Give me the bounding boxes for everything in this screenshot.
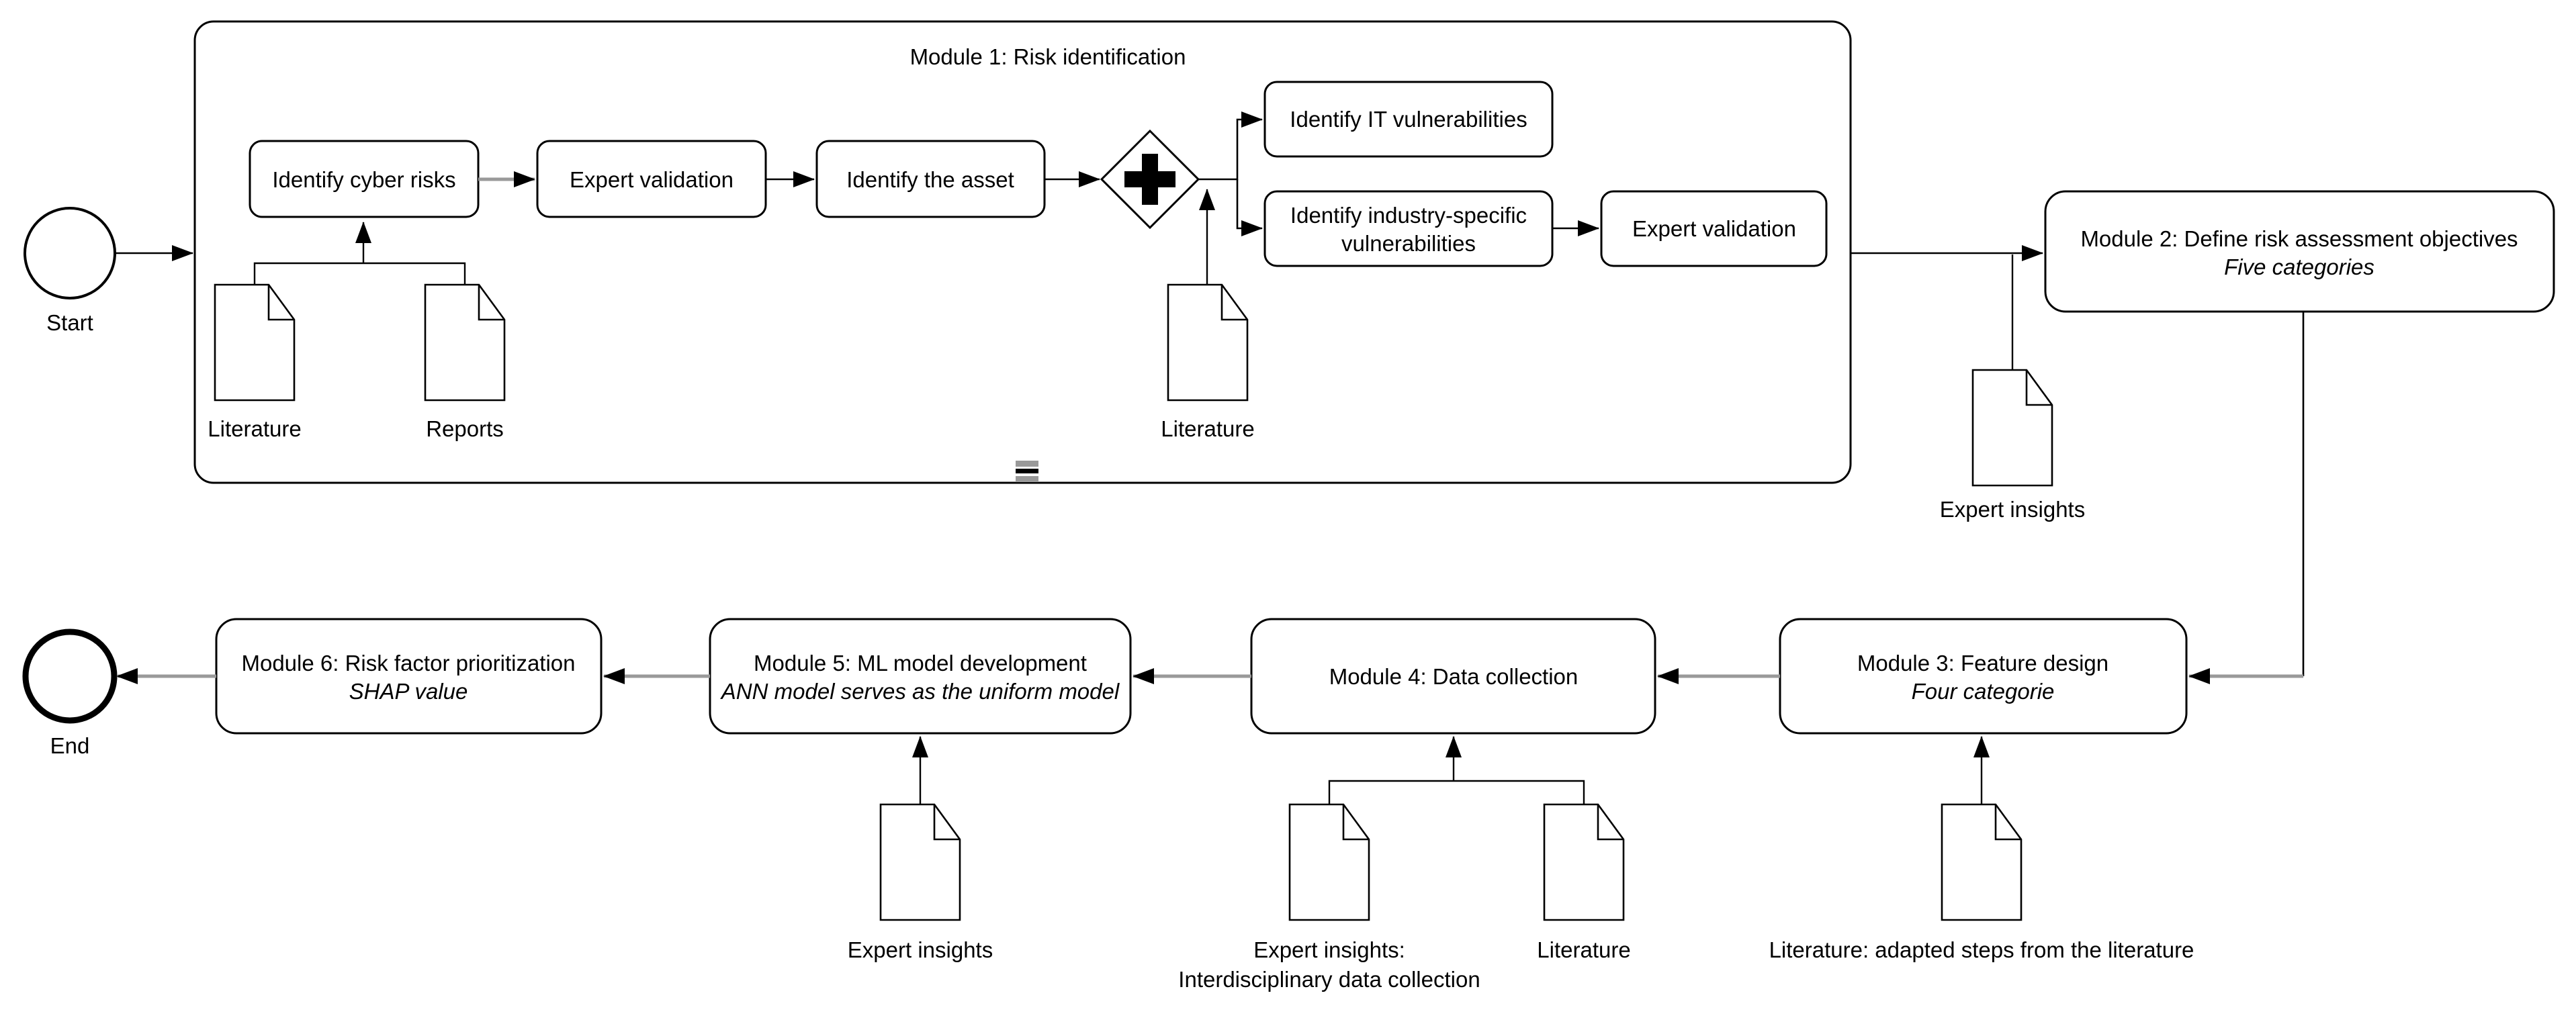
document-label-expert-insights-m2: Expert insights xyxy=(1940,497,2085,522)
module1-container xyxy=(193,20,1852,484)
subprocess-marker-icon xyxy=(1016,461,1038,482)
document-label-expert-insights-m4-line1: Expert insights: xyxy=(1253,937,1405,962)
module2-box xyxy=(2044,190,2555,313)
plus-icon xyxy=(1124,154,1175,205)
document-label-literature-m3: Literature: adapted steps from the liter… xyxy=(1769,937,2194,962)
module2-title: Module 2: Define risk assessment objecti… xyxy=(2080,226,2518,251)
module6-subtitle: SHAP value xyxy=(349,679,468,704)
module2-subtitle: Five categories xyxy=(2224,254,2374,279)
document-label-literature-2: Literature xyxy=(1161,416,1254,441)
module5-subtitle: ANN model serves as the uniform model xyxy=(720,679,1120,704)
module4-title: Module 4: Data collection xyxy=(1329,664,1579,689)
assoc-literature-reports-junction xyxy=(253,262,466,285)
task-label-identify-it-vulnerabilities: Identify IT vulnerabilities xyxy=(1290,107,1527,132)
document-label-expert-insights-m5: Expert insights xyxy=(848,937,993,962)
document-literature-m3-icon xyxy=(1941,803,2023,921)
document-literature-1-icon xyxy=(214,283,296,402)
end-event-label: End xyxy=(50,733,90,758)
module6-title: Module 6: Risk factor prioritization xyxy=(241,651,575,676)
start-event-label: Start xyxy=(46,310,93,335)
assoc-module4-docs-junction xyxy=(1328,780,1585,804)
module5-box xyxy=(709,618,1132,735)
module3-box xyxy=(1779,618,2188,735)
flow-gateway-to-industry-vulnerabilities xyxy=(1236,179,1263,236)
task-label-identify-cyber-risks: Identify cyber risks xyxy=(272,167,455,192)
task-label-identify-industry-specific-line2: vulnerabilities xyxy=(1341,231,1476,256)
task-expert-validation-2 xyxy=(1600,190,1828,267)
document-expert-insights-m4-icon xyxy=(1288,803,1370,921)
document-expert-insights-m2-icon xyxy=(1971,369,2053,487)
module1-title: Module 1: Risk identification xyxy=(910,44,1186,69)
flow-gateway-to-it-vulnerabilities xyxy=(1198,111,1263,181)
document-expert-insights-m5-icon xyxy=(879,803,961,921)
module3-subtitle: Four categorie xyxy=(1912,679,2055,704)
document-reports-icon xyxy=(424,283,506,402)
document-label-literature-m4: Literature xyxy=(1537,937,1630,962)
task-label-identify-industry-specific-line1: Identify industry-specific xyxy=(1290,203,1527,228)
task-label-identify-the-asset: Identify the asset xyxy=(846,167,1014,192)
end-event xyxy=(22,629,118,724)
task-label-expert-validation-2: Expert validation xyxy=(1632,216,1796,241)
document-label-expert-insights-m4-line2: Interdisciplinary data collection xyxy=(1178,967,1480,992)
document-literature-m4-icon xyxy=(1543,803,1625,921)
module6-box xyxy=(215,618,603,735)
document-label-literature-1: Literature xyxy=(208,416,301,441)
document-literature-2-icon xyxy=(1167,283,1249,402)
task-identify-it-vulnerabilities xyxy=(1263,81,1554,158)
module3-title: Module 3: Feature design xyxy=(1857,651,2108,676)
document-label-reports: Reports xyxy=(426,416,504,441)
start-event xyxy=(24,207,116,299)
module5-title: Module 5: ML model development xyxy=(754,651,1087,676)
task-label-expert-validation-1: Expert validation xyxy=(570,167,734,192)
